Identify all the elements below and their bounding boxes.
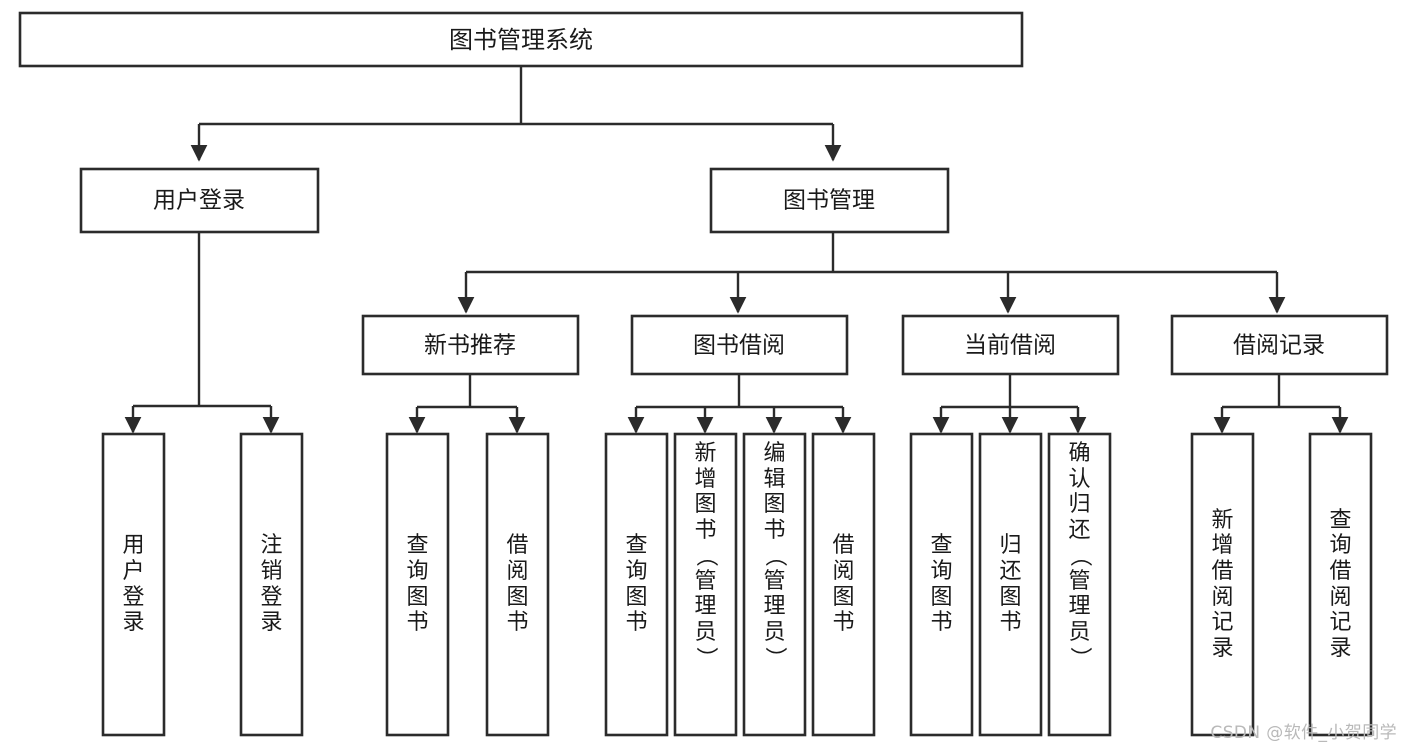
node-book-manage-label: 图书管理 xyxy=(783,188,875,214)
leaf-user-login-0[interactable] xyxy=(101,432,166,737)
connector-user-login-to-leaves xyxy=(124,232,280,434)
connector-new-book-to-leaves xyxy=(408,374,526,434)
csdn-watermark: CSDN @软件_小贺同学 xyxy=(1210,723,1397,743)
node-new-book-recommend-label: 新书推荐 xyxy=(424,333,516,359)
node-user-login[interactable] xyxy=(79,167,320,234)
node-book-borrow-label: 图书借阅 xyxy=(693,333,785,359)
node-user-login-label: 用户登录 xyxy=(153,188,245,214)
connector-book-manage-to-level3 xyxy=(457,232,1286,314)
connector-borrow-record-to-leaves xyxy=(1213,374,1349,434)
leaf-book-borrow-1[interactable] xyxy=(673,432,738,737)
leaf-book-borrow-3[interactable] xyxy=(811,432,876,737)
connector-current-borrow-to-leaves xyxy=(932,374,1087,434)
node-book-borrow[interactable] xyxy=(630,314,849,376)
node-root-label: 图书管理系统 xyxy=(449,26,593,54)
leaf-book-borrow-2[interactable] xyxy=(742,432,807,737)
node-borrow-record-label: 借阅记录 xyxy=(1233,333,1325,359)
leaf-user-login-1[interactable] xyxy=(239,432,304,737)
node-current-borrow-label: 当前借阅 xyxy=(964,333,1056,359)
node-current-borrow[interactable] xyxy=(901,314,1120,376)
leaf-current-borrow-2[interactable] xyxy=(1047,432,1112,737)
node-root[interactable] xyxy=(18,11,1024,68)
leaf-borrow-record-1[interactable] xyxy=(1308,432,1373,737)
leaf-book-borrow-0[interactable] xyxy=(604,432,669,737)
leaf-new-book-0[interactable] xyxy=(385,432,450,737)
connector-root-to-level2 xyxy=(190,66,842,162)
leaf-borrow-record-0[interactable] xyxy=(1190,432,1255,737)
leaf-new-book-1[interactable] xyxy=(485,432,550,737)
node-new-book-recommend[interactable] xyxy=(361,314,580,376)
node-book-manage[interactable] xyxy=(709,167,950,234)
leaf-current-borrow-0[interactable] xyxy=(909,432,974,737)
node-borrow-record[interactable] xyxy=(1170,314,1389,376)
connector-book-borrow-to-leaves xyxy=(627,374,852,434)
leaf-current-borrow-1[interactable] xyxy=(978,432,1043,737)
